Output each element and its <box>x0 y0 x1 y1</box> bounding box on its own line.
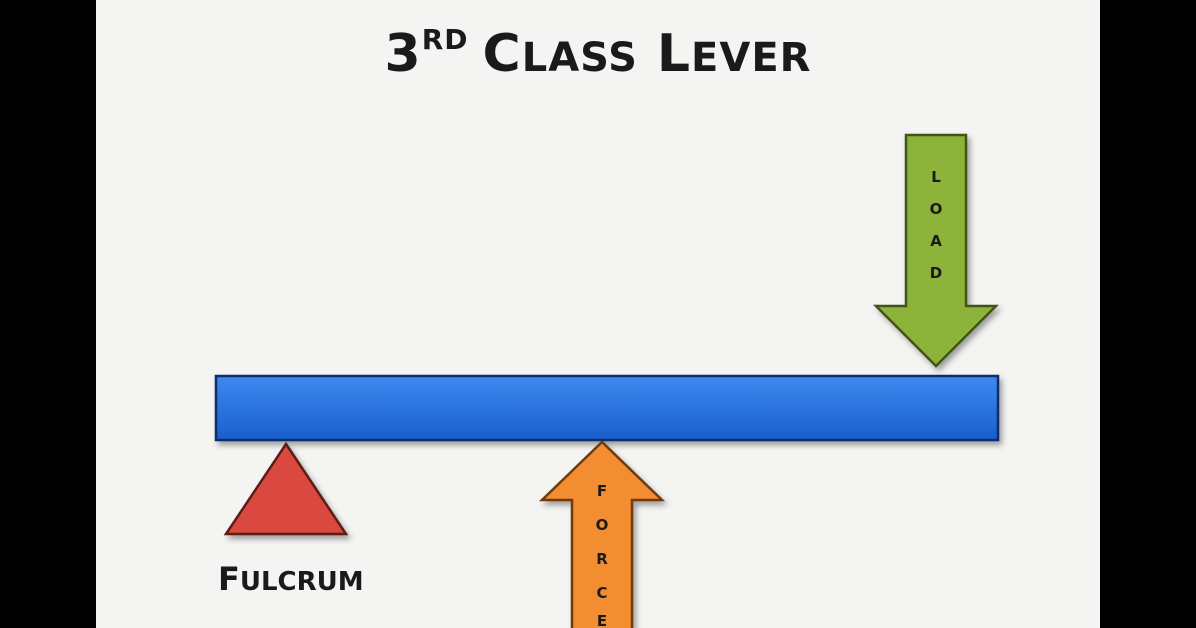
load-letter: D <box>930 264 942 282</box>
fulcrum-triangle <box>223 441 349 536</box>
load-letter: L <box>931 168 941 186</box>
load-letter: O <box>930 200 943 218</box>
lever-beam <box>214 374 1000 442</box>
force-letter: O <box>596 516 609 534</box>
force-letter: R <box>596 550 608 568</box>
force-letter: E <box>597 612 607 628</box>
load-letter: A <box>930 232 942 250</box>
force-letter: C <box>596 584 607 602</box>
frame-right <box>1100 0 1196 628</box>
force-letter: F <box>597 482 607 500</box>
load-arrow <box>872 133 1000 368</box>
frame-left <box>0 0 96 628</box>
fulcrum-label: FULCRUM <box>218 560 364 598</box>
force-arrow <box>538 440 666 628</box>
